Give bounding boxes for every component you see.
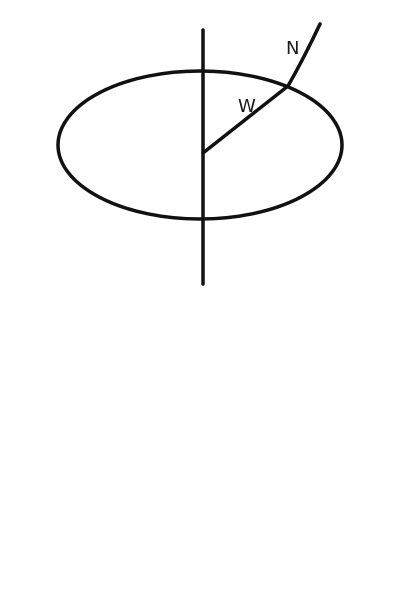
ellipse-circle bbox=[56, 69, 344, 221]
label-n: N bbox=[286, 38, 299, 59]
radius-line bbox=[201, 84, 290, 155]
label-w: W bbox=[238, 96, 256, 117]
outer-line bbox=[286, 22, 322, 88]
